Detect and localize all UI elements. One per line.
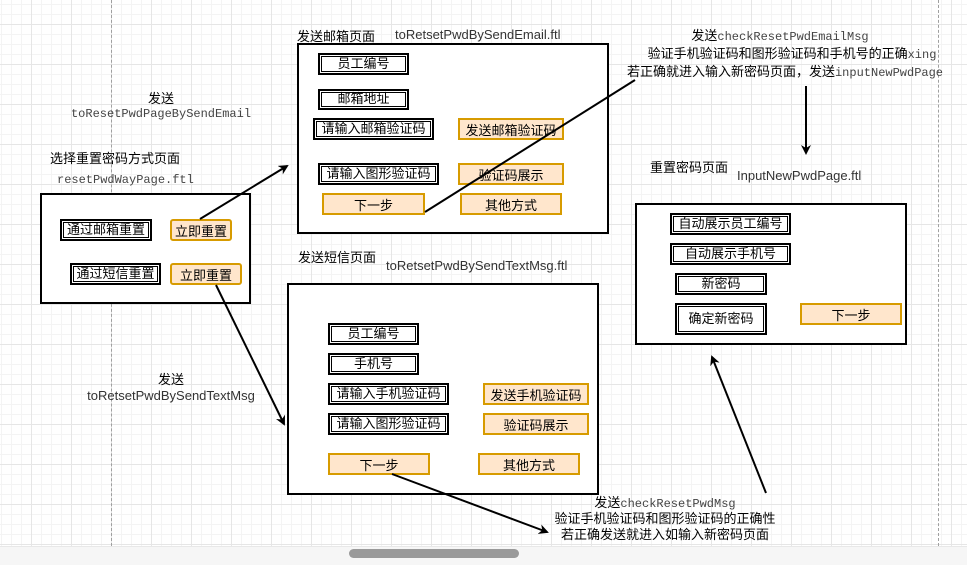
sms-option-field: 通过短信重置 bbox=[70, 263, 161, 285]
edge-label-to-sms-prefix: 发送 bbox=[157, 373, 184, 388]
email-next-button[interactable]: 下一步 bbox=[322, 193, 425, 215]
edge-label-email-check-line2-cn: 验证手机验证码和图形验证码和手机号的正确 bbox=[647, 47, 908, 62]
sms-phone-field[interactable]: 手机号 bbox=[328, 353, 419, 375]
email-code-input[interactable]: 请输入邮箱验证码 bbox=[313, 118, 434, 140]
email-other-button[interactable]: 其他方式 bbox=[460, 193, 562, 215]
email-address-field[interactable]: 邮箱地址 bbox=[318, 89, 409, 110]
arrow-way-to-sms bbox=[215, 284, 285, 426]
email-page-title: 发送邮箱页面 bbox=[297, 30, 376, 45]
confirm-password-input[interactable]: 确定新密码 bbox=[675, 303, 767, 335]
edge-label-sms-check-method: checkResetPwdMsg bbox=[620, 497, 736, 511]
send-email-code-button[interactable]: 发送邮箱验证码 bbox=[458, 118, 564, 140]
email-page-file: toRetsetPwdBySendEmail.ftl bbox=[395, 27, 561, 42]
sms-other-button[interactable]: 其他方式 bbox=[478, 453, 580, 475]
edge-label-email-check-method: checkResetPwdEmailMsg bbox=[717, 30, 869, 44]
edge-label-to-sms: 发送 toRetsetPwdBySendTextMsg bbox=[60, 369, 282, 403]
page-break-guide-right bbox=[938, 0, 939, 546]
sms-captcha-display: 验证码展示 bbox=[483, 413, 589, 435]
edge-label-email-check-prefix: 发送 bbox=[691, 29, 718, 44]
edge-label-email-check-line3: 若正确就进入输入新密码页面，发送inputNewPwdPage bbox=[600, 64, 967, 82]
arrow-sms-next-to-check bbox=[391, 473, 549, 534]
edge-label-email-check: 发送checkResetPwdEmailMsg 验证手机验证码和图形验证码和手机… bbox=[600, 28, 967, 82]
edge-label-sms-check-line1: 发送checkResetPwdMsg bbox=[530, 496, 800, 512]
sms-employee-id-field[interactable]: 员工编号 bbox=[328, 323, 419, 345]
way-page-file: resetPwdWayPage.ftl bbox=[57, 173, 194, 187]
email-reset-button[interactable]: 立即重置 bbox=[170, 219, 232, 241]
email-captcha-input[interactable]: 请输入图形验证码 bbox=[318, 163, 439, 185]
edge-label-to-email-prefix: 发送 bbox=[147, 92, 174, 107]
email-captcha-display: 验证码展示 bbox=[458, 163, 564, 185]
new-pwd-page-file: InputNewPwdPage.ftl bbox=[737, 168, 862, 183]
sms-reset-button[interactable]: 立即重置 bbox=[170, 263, 242, 285]
line-email-next-to-check bbox=[424, 79, 636, 213]
new-pwd-next-button[interactable]: 下一步 bbox=[800, 303, 902, 325]
edge-label-to-sms-method: toRetsetPwdBySendTextMsg bbox=[87, 388, 255, 403]
edge-label-sms-check-line2: 验证手机验证码和图形验证码的正确性 bbox=[554, 512, 776, 527]
sms-page-file: toRetsetPwdBySendTextMsg.ftl bbox=[386, 258, 568, 273]
new-pwd-page-title: 重置密码页面 bbox=[650, 161, 729, 176]
auto-phone-field: 自动展示手机号 bbox=[670, 243, 791, 265]
edge-label-to-email: 发送 toResetPwdPageBySendEmail bbox=[40, 88, 282, 121]
arrow-way-to-email bbox=[199, 164, 289, 220]
sms-captcha-input[interactable]: 请输入图形验证码 bbox=[328, 413, 449, 435]
sms-page-title: 发送短信页面 bbox=[298, 251, 377, 266]
edge-label-email-check-line2: 验证手机验证码和图形验证码和手机号的正确xing bbox=[600, 46, 967, 64]
edge-label-sms-check-prefix: 发送 bbox=[594, 496, 621, 511]
email-employee-id-field[interactable]: 员工编号 bbox=[318, 53, 409, 75]
arrow-sms-check-to-new-pwd-page bbox=[710, 355, 767, 494]
send-sms-code-button[interactable]: 发送手机验证码 bbox=[483, 383, 589, 405]
sms-next-button[interactable]: 下一步 bbox=[328, 453, 430, 475]
edge-label-email-check-line2-suffix: xing bbox=[907, 48, 937, 62]
auto-employee-id-field: 自动展示员工编号 bbox=[670, 213, 791, 235]
edge-label-to-email-method: toResetPwdPageBySendEmail bbox=[70, 107, 252, 121]
email-option-field: 通过邮箱重置 bbox=[60, 219, 152, 241]
sms-code-input[interactable]: 请输入手机验证码 bbox=[328, 383, 449, 405]
edge-label-email-check-line3-cn: 若正确就进入输入新密码页面，发送 bbox=[626, 65, 835, 80]
new-password-input[interactable]: 新密码 bbox=[675, 273, 767, 295]
edge-label-email-check-line3-method: inputNewPwdPage bbox=[834, 66, 944, 80]
edge-label-sms-check-line3: 若正确发送就进入如输入新密码页面 bbox=[560, 528, 769, 543]
horizontal-scrollbar-thumb[interactable] bbox=[349, 549, 519, 558]
edge-label-sms-check: 发送checkResetPwdMsg 验证手机验证码和图形验证码的正确性 若正确… bbox=[530, 496, 800, 544]
edge-label-email-check-line1: 发送checkResetPwdEmailMsg bbox=[600, 28, 967, 46]
way-page-title: 选择重置密码方式页面 bbox=[50, 152, 181, 167]
